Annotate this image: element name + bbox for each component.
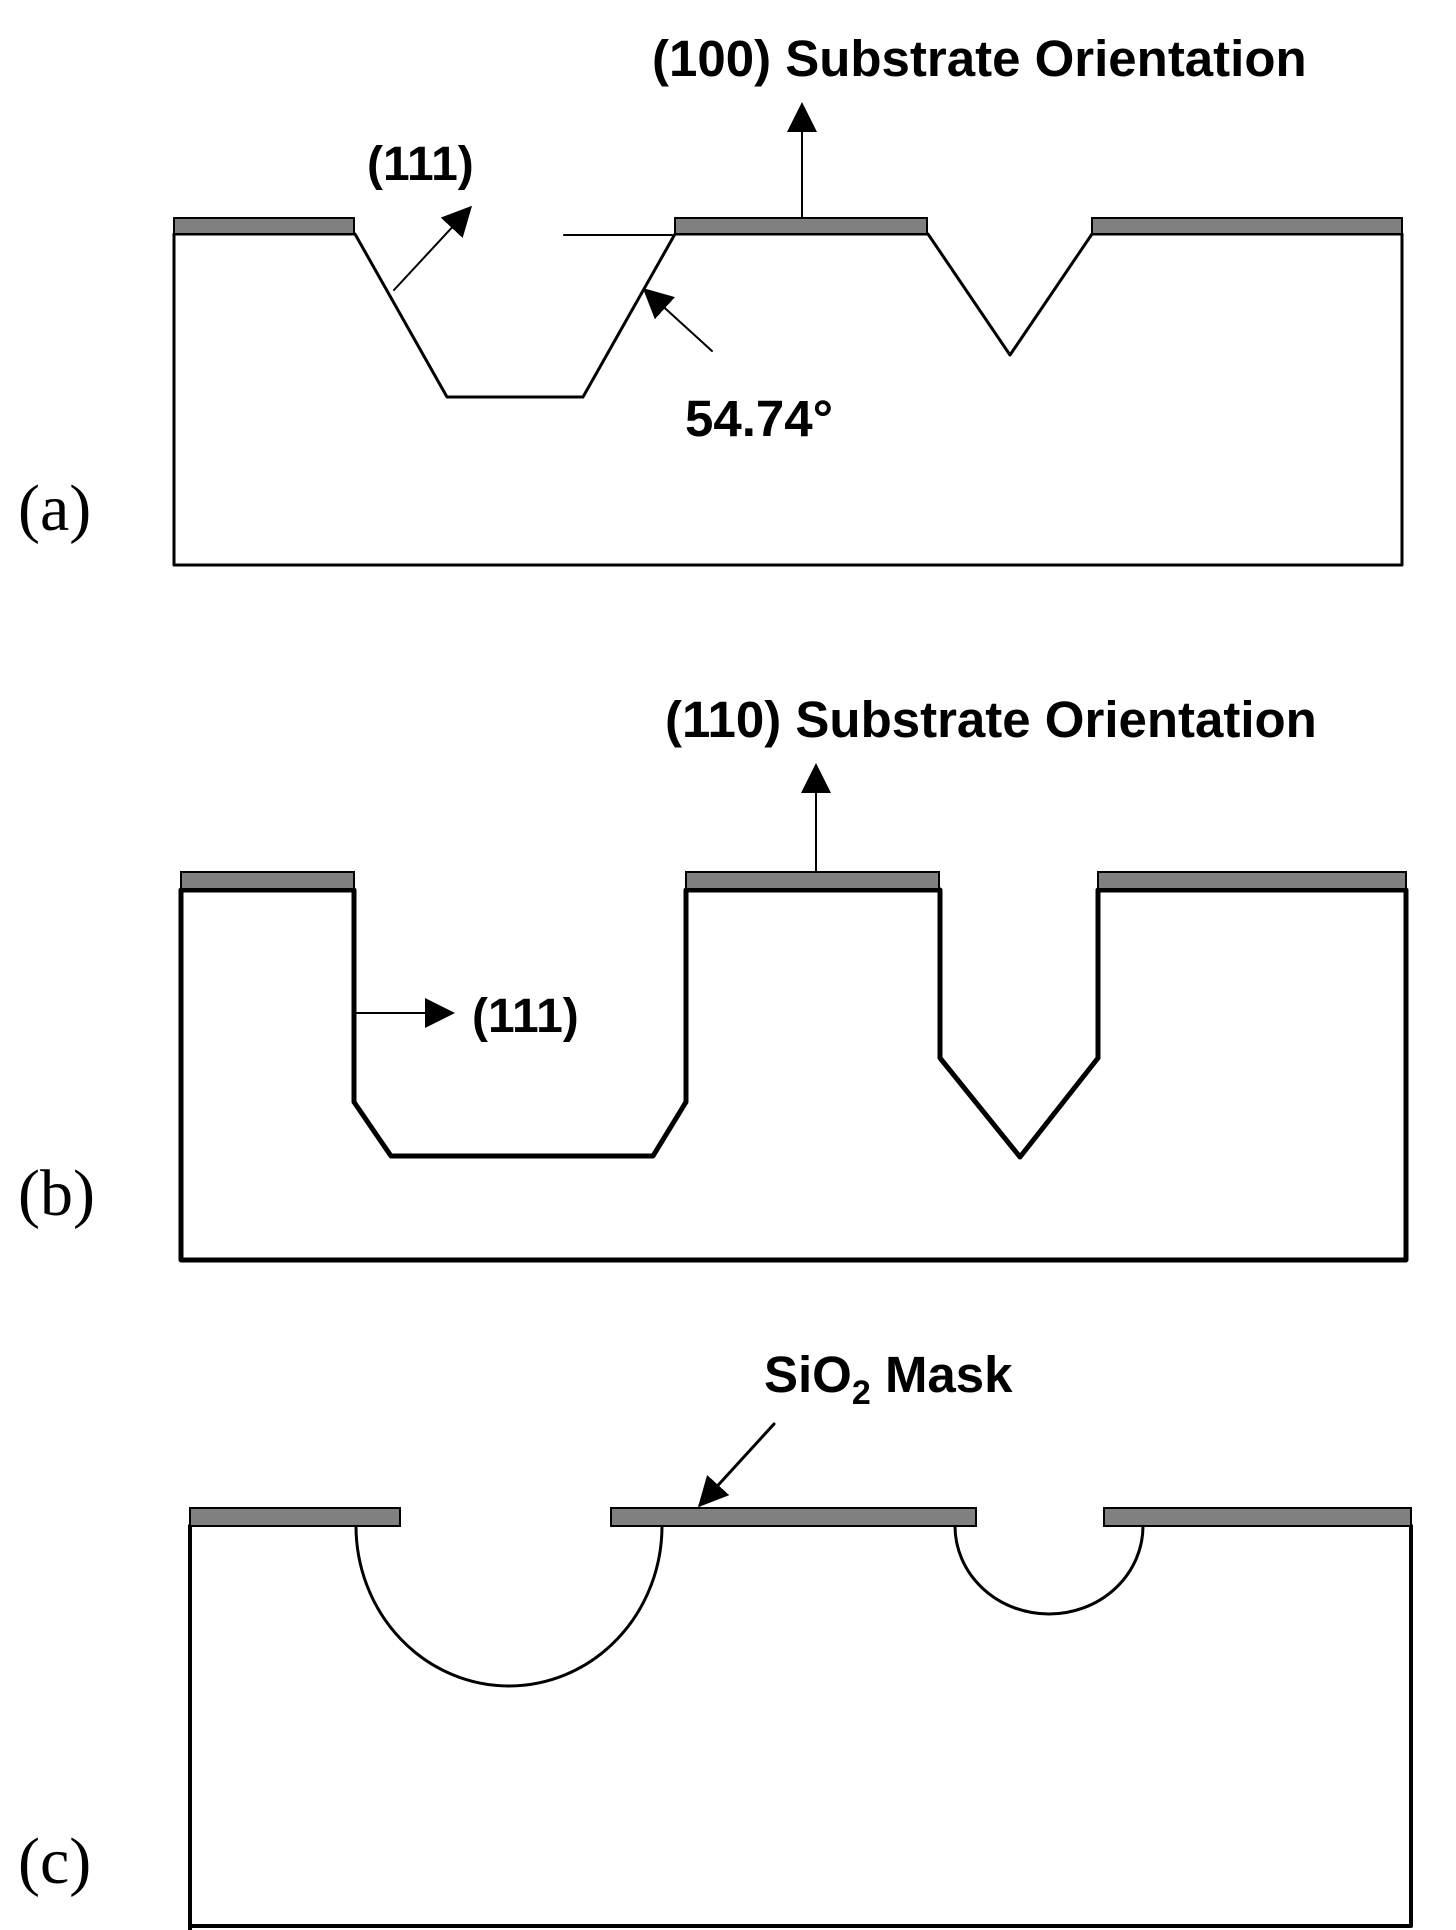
mask-b-left xyxy=(180,871,355,890)
mask-b-right xyxy=(1097,871,1407,890)
isotropic-cavity-small xyxy=(953,1524,1145,1616)
substrate-c-outline xyxy=(188,1524,1413,1928)
mask-b-center xyxy=(685,871,940,890)
angle-label-a: 54.74° xyxy=(685,390,833,447)
orientation-label-b: (110) Substrate Orientation xyxy=(665,691,1317,748)
panel-label-a: (a) xyxy=(18,472,91,545)
panel-a: (100) Substrate Orientation (111) 54.74°… xyxy=(18,30,1404,567)
orientation-label-a: (100) Substrate Orientation xyxy=(652,30,1307,87)
panel-label-b: (b) xyxy=(18,1157,95,1230)
plane-label-b: (111) xyxy=(472,990,579,1043)
plane-arrow-a xyxy=(393,205,473,291)
mask-label-c: SiO2 Mask xyxy=(764,1346,1013,1412)
angle-arrow-a xyxy=(642,287,713,352)
mask-a-center xyxy=(674,217,928,235)
isotropic-cavity-large xyxy=(354,1524,664,1688)
panel-label-c: (c) xyxy=(18,1825,91,1898)
mask-c-center xyxy=(610,1507,977,1527)
substrate-b-profile xyxy=(178,887,1409,1263)
substrate-a-profile xyxy=(172,232,1404,567)
mask-a-left xyxy=(173,217,355,235)
plane-label-a: (111) xyxy=(367,138,474,191)
mask-a-right xyxy=(1091,217,1403,235)
panel-b: (110) Substrate Orientation (111) (b) xyxy=(18,691,1409,1263)
panel-c: SiO2 Mask (c) xyxy=(18,1346,1413,1930)
mask-arrow-c xyxy=(697,1422,776,1508)
mask-c-left xyxy=(189,1507,401,1527)
mask-c-right xyxy=(1103,1507,1412,1527)
